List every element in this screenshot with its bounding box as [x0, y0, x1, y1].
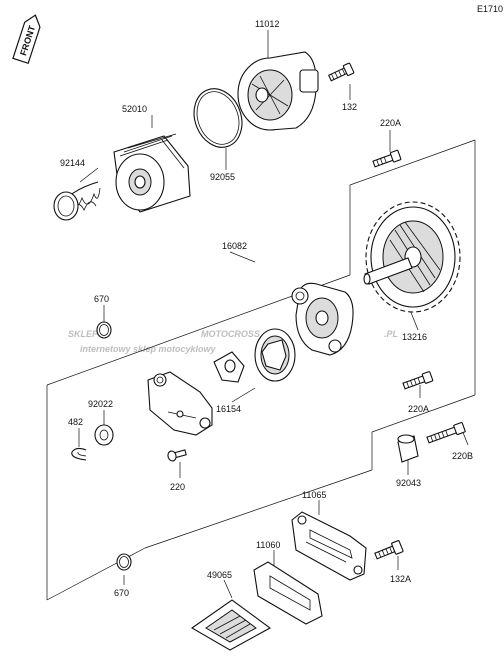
label-670-top: 670 — [94, 294, 109, 304]
watermark-tagline: internetowy sklep motocyklowy — [80, 344, 217, 354]
oil-screen-49065[interactable] — [190, 599, 272, 651]
bolt-220A-mid[interactable] — [402, 371, 434, 390]
o-ring-92055[interactable] — [186, 82, 250, 154]
label-92022: 92022 — [88, 399, 113, 409]
label-52010: 52010 — [122, 104, 147, 114]
label-220B: 220B — [452, 451, 473, 461]
label-220: 220 — [170, 482, 185, 492]
front-direction-arrow: FRONT — [12, 14, 41, 65]
label-16154: 16154 — [216, 404, 241, 414]
label-132A: 132A — [390, 574, 411, 584]
label-132: 132 — [342, 102, 357, 112]
label-220A-mid: 220A — [408, 404, 429, 414]
pump-body-16082[interactable] — [291, 282, 354, 356]
pump-cover-plate[interactable] — [147, 371, 213, 436]
bolt-132[interactable] — [328, 62, 355, 83]
watermark: SKLEP MOTOCROSS .PL internetowy sklep mo… — [68, 329, 398, 354]
bolt-220A-top[interactable] — [372, 149, 402, 169]
circlip-482[interactable] — [71, 447, 87, 461]
bolt-220[interactable] — [167, 448, 187, 462]
label-670-bottom: 670 — [114, 588, 129, 598]
label-11012: 11012 — [255, 19, 279, 29]
spring-92144[interactable] — [53, 181, 101, 221]
label-92144: 92144 — [60, 158, 85, 168]
o-ring-670-bottom[interactable] — [116, 553, 132, 571]
pump-gear-13216[interactable] — [363, 201, 461, 313]
label-11065: 11065 — [302, 490, 326, 500]
pump-cover-11012[interactable] — [237, 51, 319, 131]
o-ring-670-top[interactable] — [96, 321, 112, 339]
label-13216: 13216 — [402, 332, 427, 342]
label-16082: 16082 — [222, 241, 247, 251]
label-49065: 49065 — [207, 570, 232, 580]
gasket-11060[interactable] — [253, 561, 323, 625]
collar-92043[interactable] — [397, 434, 419, 463]
leader-lines — [78, 30, 469, 599]
bolt-220B[interactable] — [426, 422, 466, 444]
label-482: 482 — [68, 417, 83, 427]
diagram-code: E1710 — [477, 4, 503, 14]
label-11060: 11060 — [256, 540, 280, 550]
watermark-brand-part2: MOTOCROSS — [201, 329, 260, 339]
label-92043: 92043 — [396, 478, 421, 488]
label-92055: 92055 — [210, 172, 235, 182]
washer-92022[interactable] — [94, 424, 114, 446]
label-220A-top: 220A — [380, 118, 401, 128]
part-labels: 11012 132 52010 92055 92144 220A 16082 6… — [60, 19, 473, 598]
watermark-brand-part1: SKLEP — [68, 329, 99, 339]
watermark-brand-suffix: .PL — [384, 329, 398, 339]
bolt-132A[interactable] — [374, 540, 404, 561]
plate-11065[interactable] — [291, 511, 367, 581]
oil-filter-52010[interactable] — [113, 133, 191, 213]
pump-rotor-16154[interactable] — [213, 328, 296, 383]
